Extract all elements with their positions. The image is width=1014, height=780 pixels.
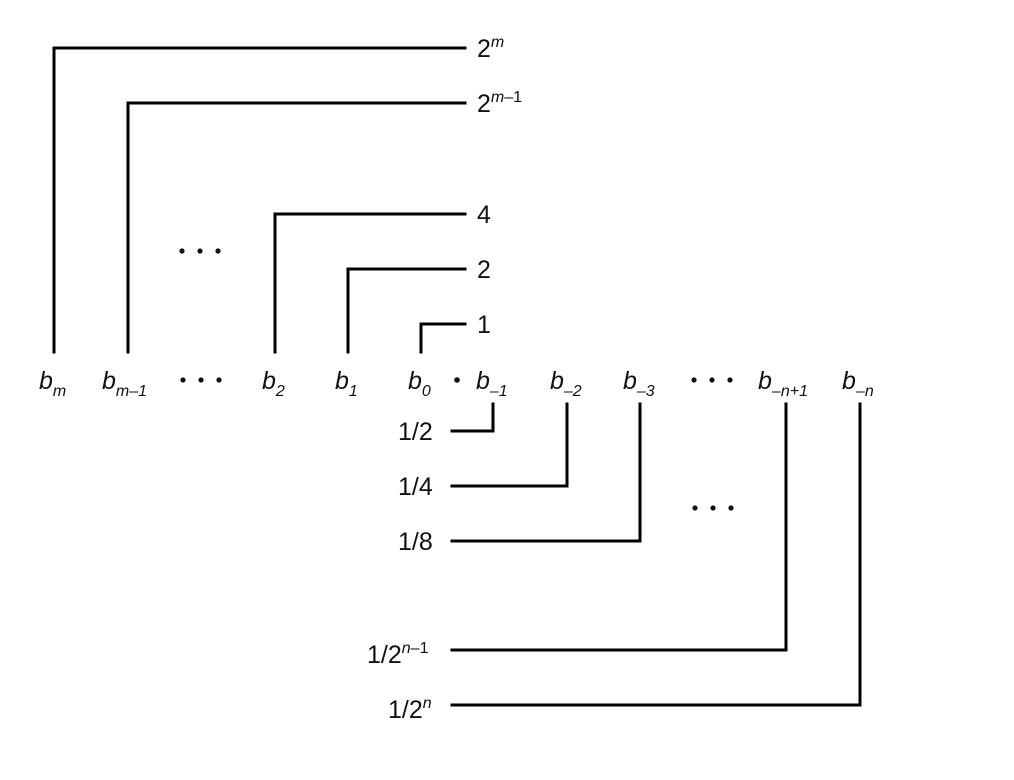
connector-b-m-to-2m [52, 46, 467, 354]
connector-b-2-to-4 [273, 212, 467, 354]
bit-b-2: b2 [262, 367, 285, 400]
bit-b-1: b1 [335, 367, 358, 400]
bit-b-neg-1: b–1 [476, 367, 508, 400]
connector-b-neg2-to-quarter [450, 402, 569, 488]
connector-b-neg3-to-eighth [450, 402, 642, 543]
weight-1: 1 [477, 311, 491, 339]
bit-b-m-minus-1: bm–1 [102, 367, 147, 400]
weight-eighth: 1/8 [398, 528, 433, 556]
weight-2-pow-m-minus-1: 2m–1 [477, 89, 522, 118]
binary-point [454, 377, 460, 383]
connector-b-0-to-1 [419, 322, 467, 354]
connector-b-negn-to-2n [450, 402, 862, 707]
bit-b-m: bm [39, 367, 66, 400]
connector-b-1-to-2 [346, 267, 467, 354]
bit-b-neg-n-plus-1: b–n+1 [758, 367, 808, 400]
bit-b-neg-3: b–3 [623, 367, 655, 400]
weight-2: 2 [477, 256, 491, 284]
connector-b-negn1-to-2n1 [450, 402, 788, 652]
ellipsis-row-right [691, 377, 733, 383]
weight-1-over-2-pow-n-minus-1: 1/2n–1 [367, 640, 429, 669]
connector-b-neg1-to-half [450, 402, 495, 433]
bit-b-0: b0 [408, 367, 431, 400]
ellipsis-upper [179, 248, 221, 254]
weight-4: 4 [477, 201, 491, 229]
weight-quarter: 1/4 [398, 473, 433, 501]
connector-b-m1-to-2m1 [126, 101, 467, 354]
weight-1-over-2-pow-n: 1/2n [388, 695, 432, 724]
weight-2-pow-m: 2m [477, 34, 504, 63]
weight-half: 1/2 [398, 418, 433, 446]
ellipsis-lower [692, 505, 734, 511]
ellipsis-row-left [180, 377, 222, 383]
bit-b-neg-2: b–2 [550, 367, 582, 400]
bit-b-neg-n: b–n [842, 367, 874, 400]
